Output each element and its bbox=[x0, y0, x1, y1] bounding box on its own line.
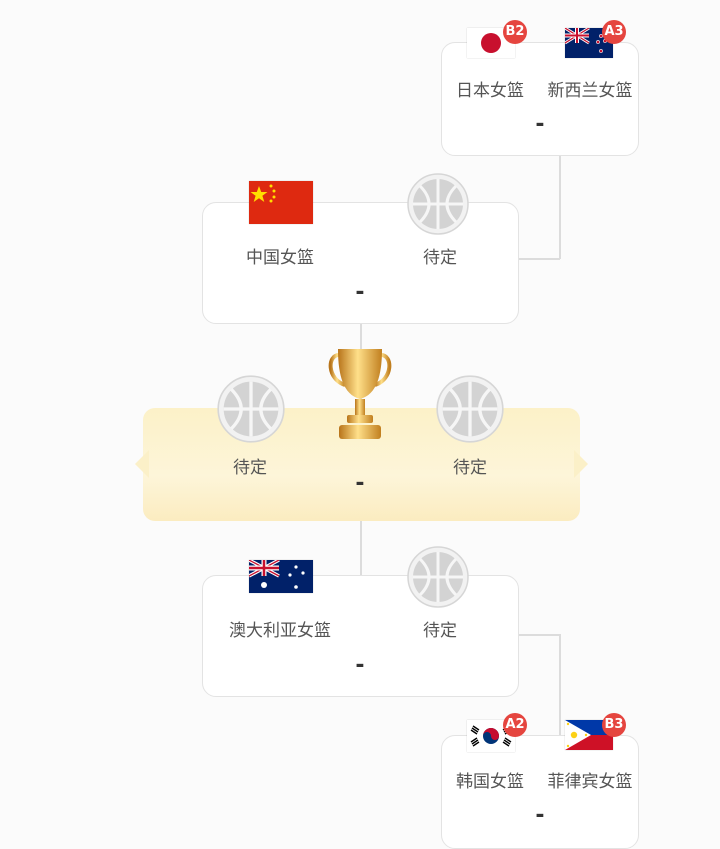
seed-badge: A2 bbox=[503, 713, 527, 737]
team-name: 新西兰女篮 bbox=[547, 81, 633, 101]
china-flag-icon bbox=[249, 181, 313, 224]
australia-flag-icon bbox=[249, 560, 313, 593]
match-card-semi-top[interactable] bbox=[441, 42, 639, 156]
seed-badge: B2 bbox=[503, 20, 527, 44]
team-name: 待定 bbox=[423, 248, 457, 268]
match-card-qf-bottom[interactable] bbox=[202, 575, 519, 697]
team-name: 菲律宾女篮 bbox=[547, 772, 633, 792]
match-score: - bbox=[355, 471, 365, 496]
match-score: - bbox=[355, 280, 365, 305]
philippines-flag-icon bbox=[565, 720, 613, 750]
match-score: - bbox=[535, 112, 545, 137]
team-name: 中国女篮 bbox=[246, 248, 314, 268]
basketball-placeholder-icon bbox=[216, 374, 286, 444]
connector-line bbox=[519, 634, 560, 636]
match-card-semi-bottom[interactable] bbox=[441, 735, 639, 849]
match-score: - bbox=[535, 803, 545, 828]
connector-line bbox=[559, 634, 561, 736]
trophy-icon bbox=[325, 345, 395, 443]
connector-line bbox=[559, 155, 561, 259]
team-name: 待定 bbox=[423, 621, 457, 641]
connector-line bbox=[360, 520, 362, 576]
seed-badge: A3 bbox=[602, 20, 626, 44]
team-name: 待定 bbox=[233, 458, 267, 478]
connector-line bbox=[519, 258, 560, 260]
team-name: 待定 bbox=[453, 458, 487, 478]
basketball-placeholder-icon bbox=[406, 545, 470, 609]
new-zealand-flag-icon bbox=[565, 28, 613, 58]
basketball-placeholder-icon bbox=[406, 172, 470, 236]
team-name: 韩国女篮 bbox=[456, 772, 524, 792]
team-name: 澳大利亚女篮 bbox=[229, 621, 331, 641]
team-name: 日本女篮 bbox=[456, 81, 524, 101]
match-score: - bbox=[355, 653, 365, 678]
seed-badge: B3 bbox=[602, 713, 626, 737]
basketball-placeholder-icon bbox=[435, 374, 505, 444]
